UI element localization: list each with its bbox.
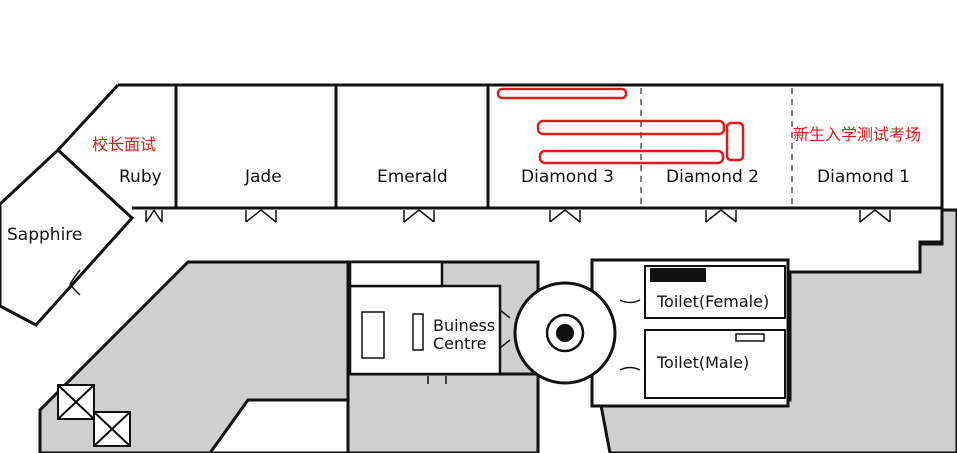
annotation-entrance-exam-room: 新生入学测试考场: [793, 125, 922, 144]
meeting-table: [361, 311, 385, 359]
desk: [412, 313, 424, 351]
annotation-bar-vertical: [725, 121, 745, 162]
room-sapphire-outline: [0, 147, 135, 327]
room-label-diamond1: Diamond 1: [817, 167, 910, 187]
annotation-bar-top: [496, 87, 628, 100]
annotation-bar-middle: [536, 119, 726, 136]
red-annotation-marks: [496, 87, 745, 165]
toilet-female-sinks: [650, 268, 706, 282]
annotation-bar-bottom: [538, 149, 725, 165]
annotation-principal-interview: 校长面试: [92, 135, 157, 154]
room-label-sapphire: Sapphire: [7, 225, 83, 245]
room-label-diamond2: Diamond 2: [666, 167, 759, 187]
facility-label-toilet-male: Toilet(Male): [657, 353, 750, 372]
room-label-ruby: Ruby: [119, 167, 162, 187]
business-centre-storage: [348, 260, 444, 288]
room-label-emerald: Emerald: [377, 167, 448, 187]
back-area-southwest: [208, 398, 350, 453]
lobby-feature-center: [556, 324, 574, 342]
room-label-jade: Jade: [245, 167, 282, 187]
ruby-diagonal-wall: [56, 83, 120, 152]
facility-label-business-line2: Centre: [433, 334, 487, 353]
toilet-male-urinal: [735, 333, 765, 342]
facility-label-toilet-female: Toilet(Female): [657, 292, 770, 311]
room-label-diamond3: Diamond 3: [521, 167, 614, 187]
door-symbols: [69, 209, 891, 384]
outer-wall: [118, 83, 944, 274]
stair-boxes: [57, 384, 131, 447]
facility-label-business-line1: Buiness: [433, 316, 496, 335]
back-area-south: [346, 372, 540, 453]
